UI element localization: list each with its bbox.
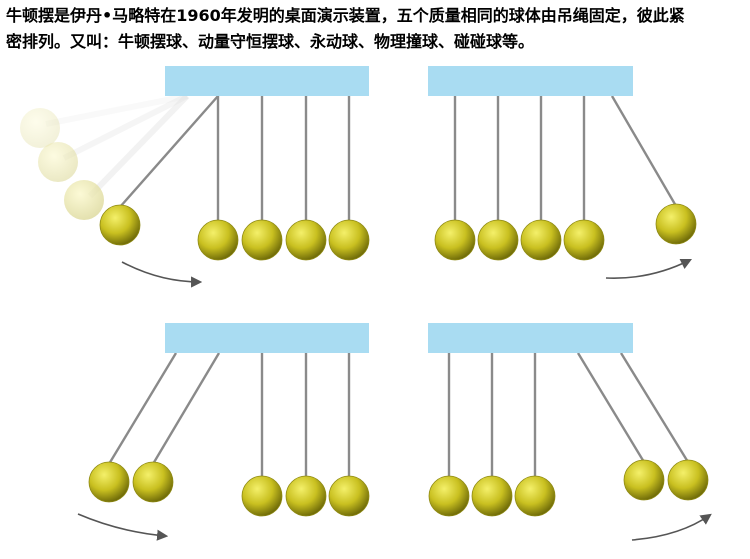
support-bar [428,66,633,96]
ghost-ball [38,142,78,182]
pendulum-string [619,352,690,463]
support-bar [165,323,369,353]
motion-arrow [605,258,693,279]
pendulum-ball [655,203,697,245]
motion-arrow [631,513,712,541]
pendulum-ball [241,219,283,261]
pendulum-ball [477,219,519,261]
pendulum-ball [434,219,476,261]
pendulum-ball [241,475,283,517]
pendulum-ball [285,219,327,261]
motion-arrow [121,261,203,288]
pendulum-ball [328,475,370,517]
pendulum-string [576,352,646,463]
pendulum-ball [99,204,141,246]
pendulum-ball [285,475,327,517]
caption: 牛顿摆是伊丹•马略特在1960年发明的桌面演示装置，五个质量相同的球体由吊绳固定… [6,3,746,55]
ghost-string [87,93,190,199]
caption-line-2: 密排列。又叫：牛顿摆球、动量守恒摆球、永动球、物理撞球、碰碰球等。 [6,32,535,51]
pendulum-ball [471,475,513,517]
pendulum-ball [520,219,562,261]
pendulum-ball [197,219,239,261]
pendulum-ball [328,219,370,261]
pendulum-ball [623,459,665,501]
pendulum-ball [132,461,174,503]
pendulum-ball [88,461,130,503]
support-bar [165,66,369,96]
pendulum-ball [667,459,709,501]
pendulum-ball [428,475,470,517]
caption-line-1: 牛顿摆是伊丹•马略特在1960年发明的桌面演示装置，五个质量相同的球体由吊绳固定… [6,6,685,25]
pendulum-string [119,95,219,208]
pendulum-string [151,352,221,465]
support-bar [428,323,633,353]
pendulum-string [107,352,178,465]
ghost-ball [64,180,104,220]
ghost-ball [20,108,60,148]
motion-arrow [77,513,169,541]
pendulum-ball [514,475,556,517]
ghost-string [62,93,189,161]
pendulum-ball [563,219,605,261]
ghost-string [45,93,188,127]
pendulum-string [610,95,678,207]
